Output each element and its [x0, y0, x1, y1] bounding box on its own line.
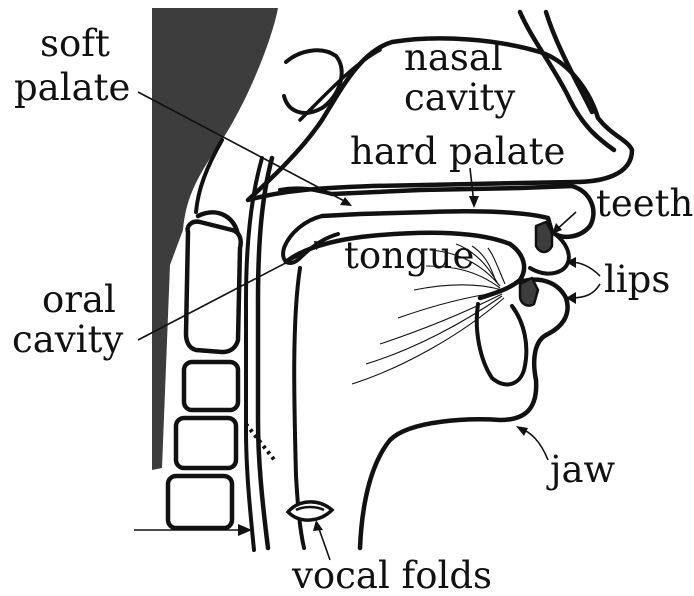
label-nasal-cavity-line2: cavity: [404, 80, 515, 116]
hard-palate-arrowhead: [469, 196, 479, 208]
lower-teeth-ridge: [477, 304, 527, 384]
label-vocal-folds: vocal folds: [292, 558, 492, 594]
label-soft-palate-line1: soft: [40, 26, 110, 62]
vertebra-3: [176, 418, 236, 468]
label-soft-palate-line2: palate: [14, 70, 130, 106]
vocal-folds-arrowhead: [313, 520, 323, 531]
vocal-folds-shape: [288, 502, 332, 520]
label-jaw: jaw: [550, 452, 615, 488]
upper-tooth: [536, 222, 552, 252]
hard-palate: [322, 186, 593, 237]
label-oral-cavity-line2: cavity: [12, 322, 123, 358]
label-lips: lips: [604, 262, 670, 298]
label-tongue: tongue: [344, 238, 474, 274]
label-oral-cavity-line1: oral: [42, 282, 116, 318]
lower-tooth: [520, 278, 538, 306]
vertebra-4: [168, 476, 232, 528]
vertebra-2: [184, 362, 238, 410]
pharynx-front-wall: [258, 158, 272, 548]
label-teeth: teeth: [596, 186, 693, 222]
teeth-arrowhead: [552, 223, 562, 234]
vertebra-1: [186, 222, 241, 352]
soft-palate-arrowhead: [340, 197, 352, 206]
jaw-arrowhead: [516, 426, 528, 436]
label-hard-palate: hard palate: [350, 134, 565, 170]
label-nasal-cavity-line1: nasal: [404, 40, 503, 76]
